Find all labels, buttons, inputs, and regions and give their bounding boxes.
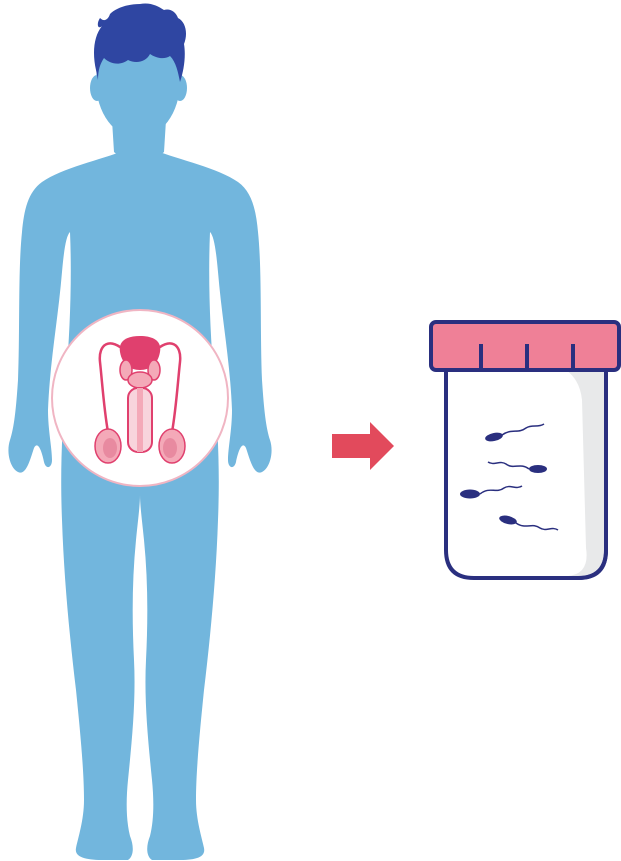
body xyxy=(8,150,271,860)
specimen-jar-icon xyxy=(431,322,619,578)
male-reproductive-system-icon xyxy=(52,310,228,486)
urethra xyxy=(137,388,143,452)
arrow-shape xyxy=(332,422,394,470)
prostate xyxy=(128,372,152,388)
testicle-right-inner xyxy=(163,438,177,458)
ear-left xyxy=(90,75,104,101)
right-arrow-icon xyxy=(332,422,394,470)
testicle-left-inner xyxy=(103,438,117,458)
